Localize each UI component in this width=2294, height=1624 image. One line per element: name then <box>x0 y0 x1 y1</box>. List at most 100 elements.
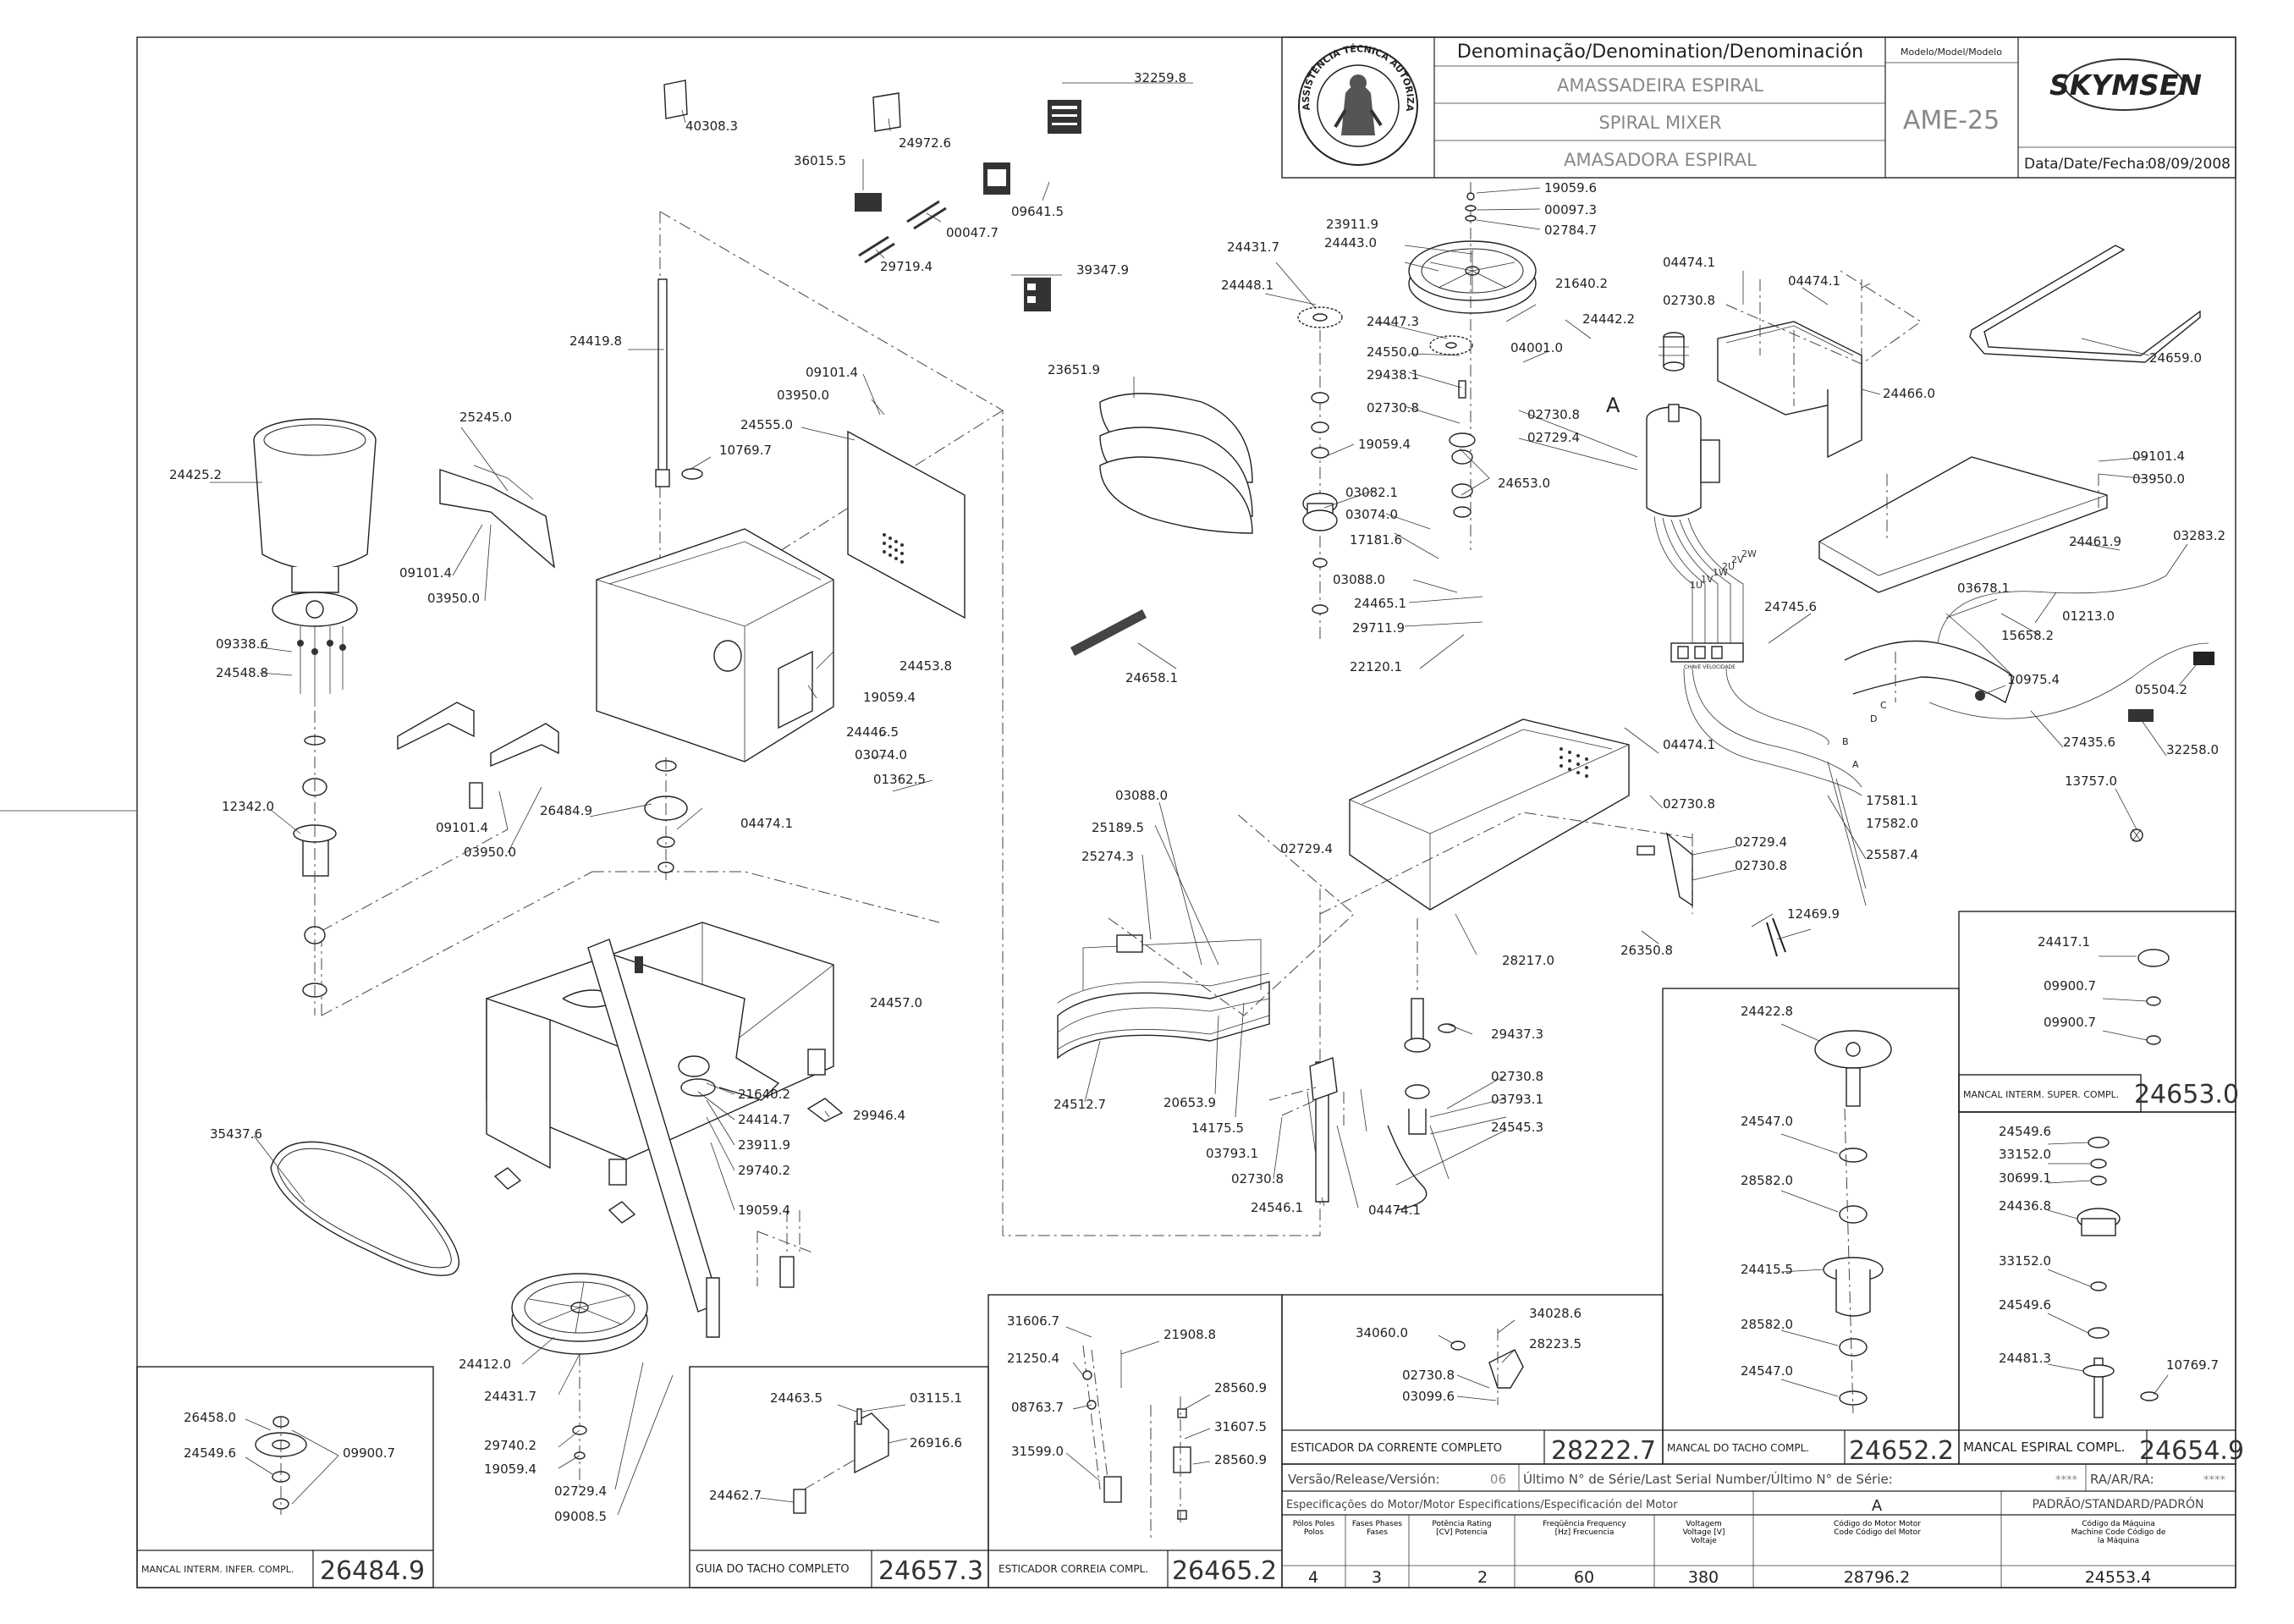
part-label: 04474.1 <box>740 816 793 831</box>
part-label: 31599.0 <box>1011 1444 1064 1459</box>
misc-bolts-left <box>756 1210 813 1288</box>
name-portuguese: AMASSADEIRA ESPIRAL <box>1557 75 1763 96</box>
part-label: 29711.9 <box>1352 620 1405 636</box>
part-label: 19059.4 <box>738 1203 790 1218</box>
part-label: 09900.7 <box>2044 1015 2096 1030</box>
part-label: 01213.0 <box>2062 608 2115 624</box>
part-label: 22120.1 <box>1350 659 1402 674</box>
mixing-bowl <box>253 418 377 1016</box>
part-label: 25587.4 <box>1866 847 1918 862</box>
top-cover <box>1818 456 2108 593</box>
base-housing <box>486 922 834 1186</box>
part-label: 13757.0 <box>2065 773 2117 789</box>
date-label: Data/Date/Fecha: <box>2024 156 2149 173</box>
belt-tensioner-arm <box>587 939 720 1338</box>
serial-value: **** <box>2055 1474 2078 1487</box>
wire-tag: 1V <box>1701 574 1714 585</box>
part-label: 24549.6 <box>184 1445 236 1461</box>
part-label: 21250.4 <box>1007 1351 1059 1366</box>
part-label: 10769.7 <box>719 443 772 458</box>
part-label: 02730.8 <box>1735 858 1787 873</box>
svg-text:ASSISTÊNCIA TÉCNICA AUTORIZADA: ASSISTÊNCIA TÉCNICA AUTORIZADA <box>0 0 1416 113</box>
belt-guard-strip <box>1070 609 1147 656</box>
v-belt-upper <box>1099 393 1253 534</box>
part-label: 24425.2 <box>169 467 222 482</box>
part-label: 19059.6 <box>1544 180 1597 195</box>
part-label: 28217.0 <box>1502 953 1554 968</box>
inset-caption: MANCAL INTERM. SUPER. COMPL. <box>1963 1089 2119 1100</box>
part-label: 33152.0 <box>1999 1147 2051 1162</box>
part-label: 24448.1 <box>1221 278 1274 293</box>
part-label: 29740.2 <box>738 1163 790 1178</box>
part-label: 00097.3 <box>1544 202 1597 217</box>
motor-bracket <box>1717 270 1922 459</box>
part-label: 03074.0 <box>855 747 907 762</box>
part-label: 00047.7 <box>946 225 998 240</box>
part-label: 09101.4 <box>436 820 488 835</box>
part-label: 20653.9 <box>1164 1095 1216 1110</box>
upper-cabinet <box>596 528 834 762</box>
inset-26465: 31606.7 21908.8 21250.4 28560.9 08763.7 … <box>987 1294 1283 1588</box>
brand-logo: SKYMSEN <box>2049 58 2202 111</box>
callout-a-motor: A <box>1606 394 1620 417</box>
part-label: 33152.0 <box>1999 1253 2051 1269</box>
callout-b: B <box>1842 736 1849 747</box>
part-label: 29946.4 <box>853 1108 905 1123</box>
part-label: 02730.8 <box>1491 1069 1543 1084</box>
wire-tag: 2U <box>1722 561 1735 572</box>
part-label: 17582.0 <box>1866 816 1918 831</box>
part-label: 04474.1 <box>1663 255 1715 270</box>
wire-tag: 2V <box>1731 554 1744 565</box>
part-label: 24549.6 <box>1999 1297 2051 1313</box>
part-label: 14175.5 <box>1191 1120 1244 1136</box>
part-label: 24417.1 <box>2038 934 2090 950</box>
part-label: 32258.0 <box>2166 742 2219 757</box>
part-label: 27435.6 <box>2063 735 2115 750</box>
inset-28222: 34028.6 34060.0 28223.5 02730.8 03099.6 … <box>1281 1294 1664 1466</box>
part-label: 28560.9 <box>1214 1380 1267 1396</box>
part-label: 31606.7 <box>1007 1313 1059 1329</box>
back-panel <box>847 430 965 619</box>
part-label: 24442.2 <box>1582 311 1635 327</box>
standard-label: PADRÃO/STANDARD/PADRÓN <box>2033 1496 2204 1511</box>
part-label: 26350.8 <box>1620 943 1673 958</box>
inset-code: 28222.7 <box>1551 1436 1656 1466</box>
part-label: 24658.1 <box>1125 670 1178 685</box>
poles-value: 4 <box>1308 1568 1318 1587</box>
spiral-lower-bearing <box>1387 918 1456 1211</box>
part-label: 03950.0 <box>464 845 516 860</box>
part-label: 02730.8 <box>1402 1368 1455 1383</box>
inset-24653: 24417.1 09900.7 09900.7 MANCAL INTERM. S… <box>1958 911 2239 1113</box>
wire-tag: 1U <box>1690 580 1703 591</box>
part-label: 24412.0 <box>459 1357 511 1372</box>
part-label: 09641.5 <box>1011 204 1064 219</box>
part-label: 28582.0 <box>1741 1317 1793 1332</box>
frequency-value: 60 <box>1574 1568 1594 1587</box>
part-label: 24659.0 <box>2149 350 2202 366</box>
sticker-parts <box>663 80 1081 311</box>
inset-caption: MANCAL INTERM. INFER. COMPL. <box>141 1564 294 1575</box>
callout-a-harness: A <box>1852 759 1859 770</box>
release-value: 06 <box>1490 1472 1506 1487</box>
header-voltage: Voltagem Voltage [V] Voltaje <box>1682 1520 1725 1545</box>
header-machine-code: Código da Máquina Machine Code Código de… <box>2071 1520 2166 1545</box>
control-wiring-harness <box>1844 575 2214 842</box>
part-label: 04001.0 <box>1510 340 1563 355</box>
part-label: 02729.4 <box>1735 834 1787 850</box>
inset-24654: 24549.6 33152.0 30699.1 24436.8 33152.0 … <box>1958 1111 2244 1466</box>
wire-tag: 2W <box>1741 548 1757 559</box>
motor-spec-title: Especificações do Motor/Motor Especifica… <box>1286 1499 1678 1511</box>
motor-code-value: 28796.2 <box>1844 1568 1911 1587</box>
part-label: 09008.5 <box>554 1509 607 1524</box>
part-label: 02784.7 <box>1544 223 1597 238</box>
part-label: 24555.0 <box>740 417 793 432</box>
part-label: 08763.7 <box>1011 1400 1064 1415</box>
leader-lines <box>210 82 2201 1516</box>
part-label: 19059.4 <box>1358 437 1411 452</box>
part-label: 03950.0 <box>427 591 480 606</box>
part-label: 24548.8 <box>216 665 268 680</box>
name-english: SPIRAL MIXER <box>1598 113 1721 133</box>
part-label: 29438.1 <box>1367 367 1419 383</box>
callout-d: D <box>1870 713 1877 724</box>
inset-code: 24657.3 <box>878 1556 983 1586</box>
